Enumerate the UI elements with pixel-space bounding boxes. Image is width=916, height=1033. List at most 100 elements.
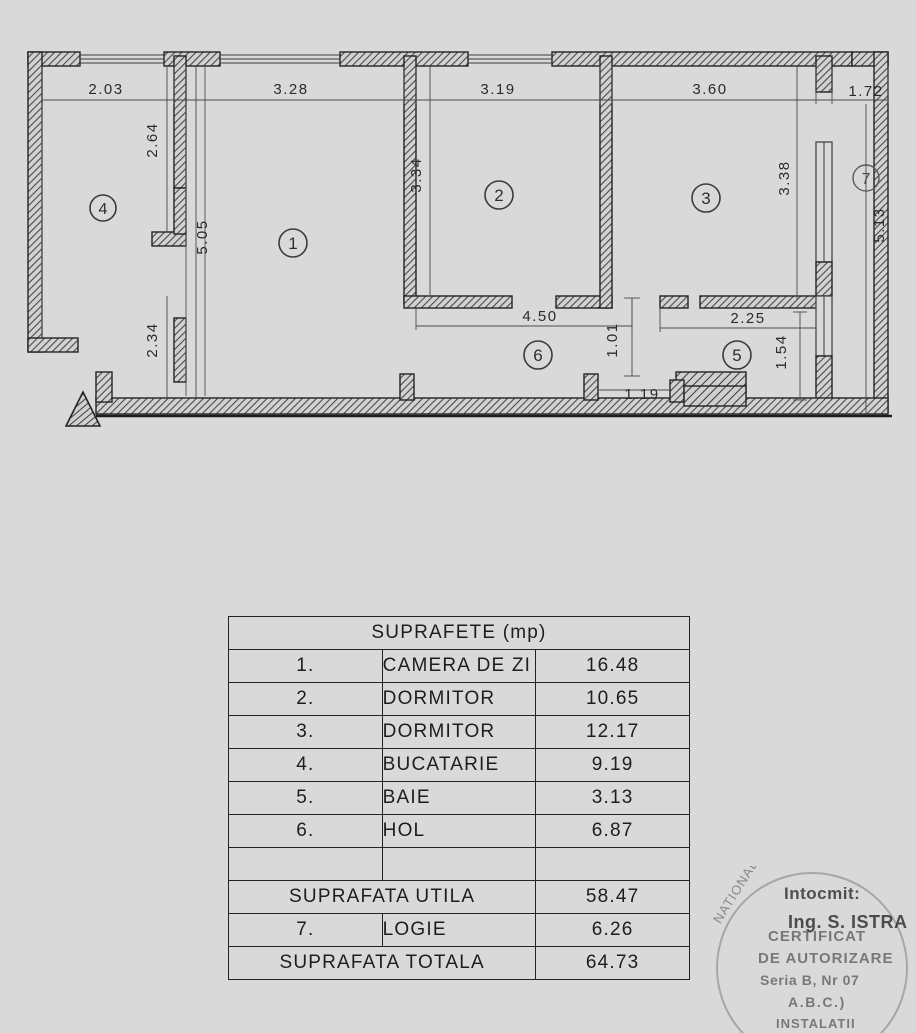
room-markers-group: 4 1 2 3 5 6 7 bbox=[89, 164, 880, 370]
room-marker-4-circle bbox=[89, 194, 117, 222]
room-marker-6-circle bbox=[523, 340, 553, 370]
floorplan-drawing: 4 1 2 3 5 6 7 2.03 3.28 3.19 3.60 1.72 4… bbox=[0, 0, 916, 450]
row-index: 2. bbox=[228, 682, 383, 716]
dim-2-34: 2.34 bbox=[144, 322, 161, 357]
row-index: 1. bbox=[228, 649, 383, 683]
stamp-line-autorizare: DE AUTORIZARE bbox=[758, 950, 894, 967]
room-marker-6-label: 6 bbox=[533, 346, 542, 365]
row-name: DORMITOR bbox=[381, 682, 537, 716]
room-marker-1-label: 1 bbox=[288, 234, 297, 253]
dimension-lines-mid bbox=[415, 297, 817, 401]
spacer-cell-value bbox=[535, 847, 690, 881]
dimension-text-mid: 4.50 2.25 1.19 bbox=[522, 308, 765, 403]
dim-1-72: 1.72 bbox=[848, 83, 883, 100]
subtotal-label: SUPRAFATA UTILA bbox=[227, 880, 537, 914]
table-row: 4. BUCATARIE 9.19 bbox=[228, 748, 690, 782]
wall-bottom-left-return bbox=[95, 371, 113, 403]
wall-bottom-pier-2 bbox=[583, 373, 599, 401]
floorplan-svg: 4 1 2 3 5 6 7 2.03 3.28 3.19 3.60 1.72 4… bbox=[0, 0, 916, 450]
areas-table-container: SUPRAFETE (mp) 1. CAMERA DE ZI 16.48 2. … bbox=[227, 616, 690, 980]
row-value: 12.17 bbox=[535, 715, 690, 749]
dim-5-05: 5.05 bbox=[194, 219, 211, 254]
row-name: BAIE bbox=[381, 781, 537, 815]
table-row: 5. BAIE 3.13 bbox=[228, 781, 690, 815]
table-row: 6. HOL 6.87 bbox=[228, 814, 690, 848]
wall-bottom-pier-1 bbox=[399, 373, 415, 401]
wall-bedroom3-bottom-right bbox=[699, 295, 821, 309]
paper-background bbox=[0, 0, 916, 450]
dimension-text-vertical: 2.64 5.05 2.34 3.34 3.38 5.13 1.01 1.54 bbox=[144, 122, 888, 369]
subtotal-row: SUPRAFATA UTILA 58.47 bbox=[227, 880, 690, 914]
table-spacer-row bbox=[228, 847, 690, 881]
wall-bottom-exterior bbox=[95, 397, 889, 415]
row-name: DORMITOR bbox=[381, 715, 537, 749]
stamp-line-certificat: CERTIFICAT bbox=[768, 928, 867, 945]
dim-3-28: 3.28 bbox=[273, 81, 308, 98]
wall-left-exterior bbox=[27, 51, 43, 353]
dim-3-38: 3.38 bbox=[776, 160, 793, 195]
dimension-lines-vertical bbox=[166, 66, 867, 414]
spacer-cell-name bbox=[381, 847, 537, 881]
row-value: 16.48 bbox=[535, 649, 690, 683]
row-value: 9.19 bbox=[535, 748, 690, 782]
dimension-text-top: 2.03 3.28 3.19 3.60 1.72 bbox=[88, 81, 883, 100]
stamp-line-engineer: Ing. S. ISTRA bbox=[788, 912, 908, 932]
row-index: 4. bbox=[228, 748, 383, 782]
wall-top-seg-4 bbox=[551, 51, 853, 67]
dim-3-60: 3.60 bbox=[692, 81, 727, 98]
grand-total-label: SUPRAFATA TOTALA bbox=[227, 946, 537, 980]
dimension-lines-top bbox=[41, 66, 889, 104]
dim-1-19: 1.19 bbox=[624, 386, 659, 403]
table-row: 2. DORMITOR 10.65 bbox=[228, 682, 690, 716]
dim-5-13: 5.13 bbox=[871, 207, 888, 242]
grand-total-row: SUPRAFATA TOTALA 64.73 bbox=[227, 946, 690, 980]
top-windows-group bbox=[80, 54, 552, 64]
stamp-circle-icon bbox=[716, 872, 908, 1033]
wall-loggia-mid bbox=[815, 261, 833, 297]
room-marker-5-label: 5 bbox=[732, 346, 741, 365]
areas-table-title: SUPRAFETE (mp) bbox=[228, 616, 690, 650]
dim-2-25: 2.25 bbox=[730, 310, 765, 327]
dim-1-01: 1.01 bbox=[604, 322, 621, 357]
table-header-row: SUPRAFETE (mp) bbox=[228, 616, 690, 650]
dim-2-64: 2.64 bbox=[144, 122, 161, 157]
dim-3-19: 3.19 bbox=[480, 81, 515, 98]
row-name: LOGIE bbox=[381, 913, 537, 947]
room-marker-5-circle bbox=[722, 340, 752, 370]
row-name: HOL bbox=[381, 814, 537, 848]
wall-top-seg-2 bbox=[163, 51, 221, 67]
room-marker-2-label: 2 bbox=[494, 186, 503, 205]
dim-2-03: 2.03 bbox=[88, 81, 123, 98]
table-row: 7. LOGIE 6.26 bbox=[228, 913, 690, 947]
row-name: BUCATARIE bbox=[381, 748, 537, 782]
wall-bottom-pier-3 bbox=[669, 379, 685, 403]
room-outlines bbox=[41, 66, 206, 396]
table-row: 3. DORMITOR 12.17 bbox=[228, 715, 690, 749]
dim-4-50: 4.50 bbox=[522, 308, 557, 325]
room-marker-2-circle bbox=[484, 180, 514, 210]
wall-loggia-top bbox=[815, 55, 833, 93]
row-value: 10.65 bbox=[535, 682, 690, 716]
row-value: 3.13 bbox=[535, 781, 690, 815]
grand-total-value: 64.73 bbox=[535, 946, 690, 980]
row-value: 6.87 bbox=[535, 814, 690, 848]
dim-3-34: 3.34 bbox=[408, 157, 425, 192]
stamp-line-instalatii: INSTALATII bbox=[776, 1016, 856, 1031]
row-index: 3. bbox=[228, 715, 383, 749]
wall-kitchen-partition-lower bbox=[173, 317, 187, 383]
room-marker-7-label: 7 bbox=[862, 171, 871, 188]
stamp-arc-text: NATIONAL DE CAL bbox=[710, 866, 792, 926]
stamp-line-seria: Seria B, Nr 07 bbox=[760, 972, 860, 988]
spacer-cell-index bbox=[228, 847, 383, 881]
wall-kitchen-partition-upper bbox=[173, 55, 187, 189]
wall-bath-shaft bbox=[683, 385, 747, 407]
wall-bedroom2-bottom-left bbox=[403, 295, 513, 309]
subtotal-value: 58.47 bbox=[535, 880, 690, 914]
room-marker-3-label: 3 bbox=[701, 189, 710, 208]
level-triangle-icon bbox=[64, 390, 102, 427]
room-marker-1-circle bbox=[278, 228, 308, 258]
wall-bedroom2-bedroom3-partition bbox=[599, 55, 613, 309]
wall-kitchen-partition-mid bbox=[173, 187, 187, 235]
wall-kitchen-bottom bbox=[27, 337, 79, 353]
row-index: 6. bbox=[228, 814, 383, 848]
